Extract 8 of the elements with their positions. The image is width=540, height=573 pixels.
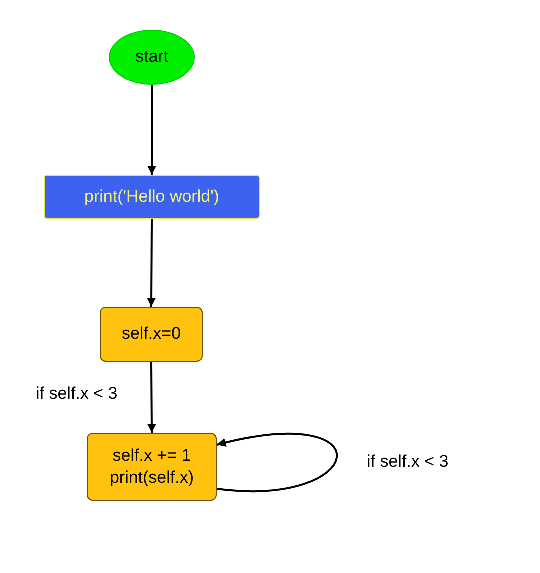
arrow bbox=[147, 362, 156, 433]
arrow bbox=[147, 219, 156, 307]
process-box: print('Hello world') bbox=[44, 175, 260, 219]
process-box: self.x += 1 print(self.x) bbox=[87, 433, 217, 501]
arrow bbox=[148, 85, 156, 175]
process-box: self.x=0 bbox=[100, 307, 203, 362]
start-ellipse: start bbox=[109, 30, 195, 85]
arrow bbox=[216, 433, 338, 492]
